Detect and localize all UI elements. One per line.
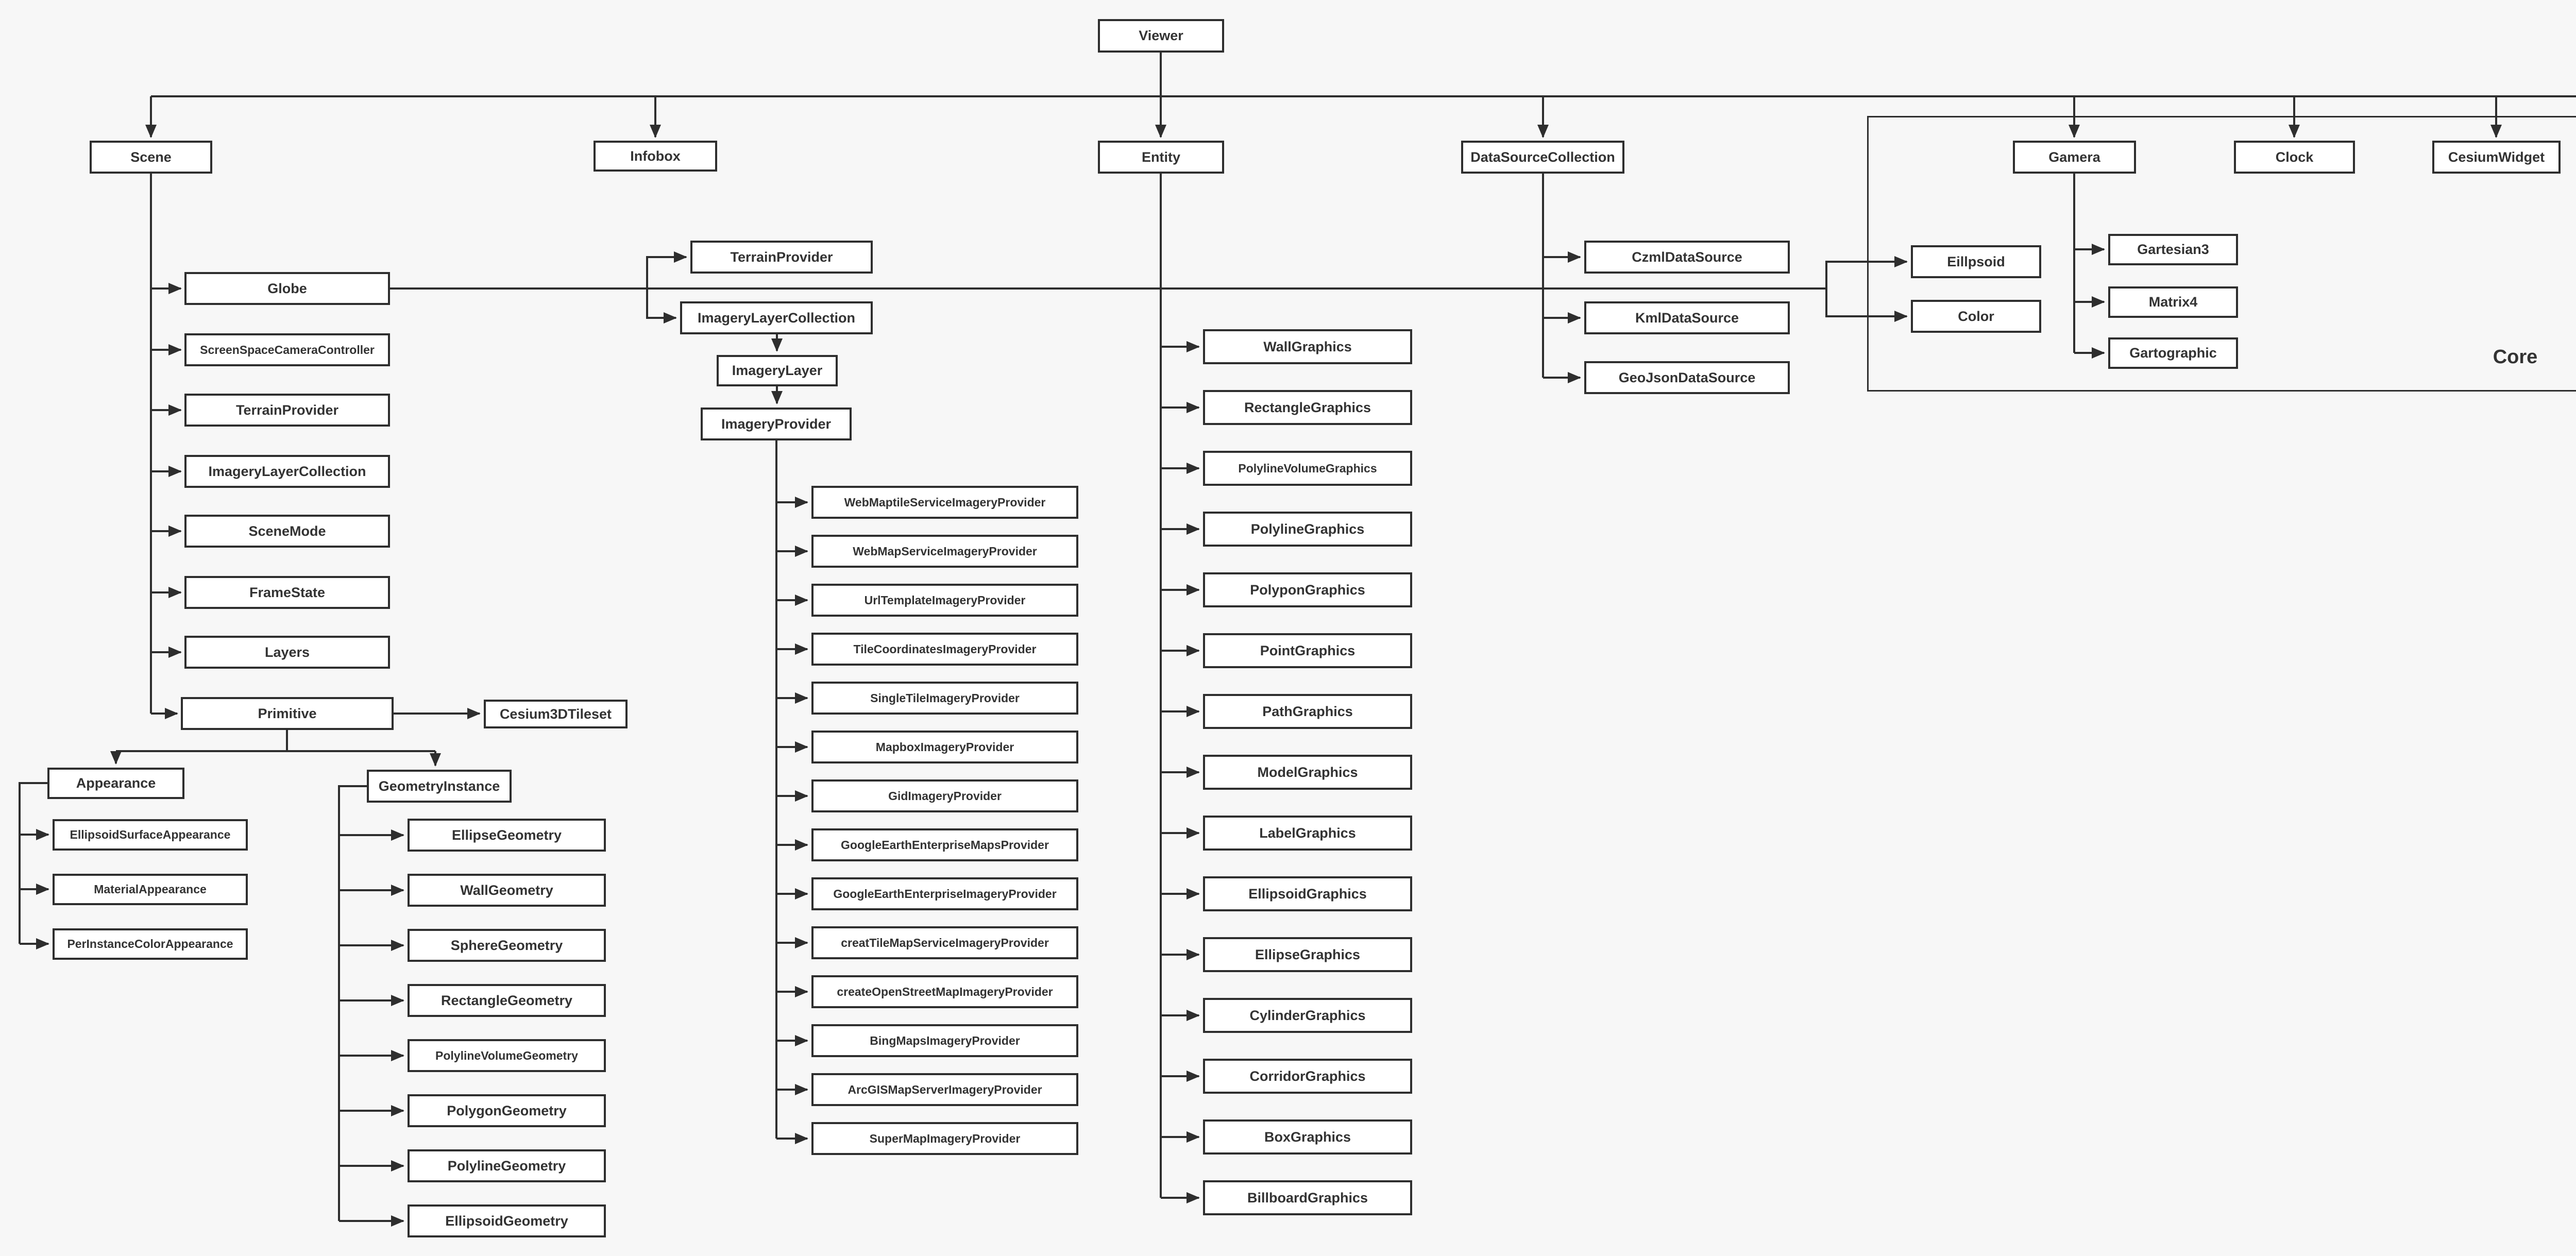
node-globe-imagery-layer-collection: ImageryLayerCollection: [680, 301, 873, 334]
node-gid-imagery-provider: GidImageryProvider: [811, 779, 1078, 812]
node-cesium-widget: CesiumWidget: [2432, 141, 2561, 174]
node-eillpsoid: Eillpsoid: [1911, 245, 2041, 278]
node-ellipse-graphics: EllipseGraphics: [1203, 937, 1412, 972]
node-color: Color: [1911, 300, 2041, 333]
node-globe: Globe: [184, 272, 390, 305]
node-single-tile-imagery-provider: SingleTileImageryProvider: [811, 682, 1078, 715]
node-gartographic: Gartographic: [2108, 337, 2238, 369]
node-appearance: Appearance: [47, 768, 184, 799]
node-layers: Layers: [184, 636, 390, 669]
node-super-map-imagery-provider: SuperMapImageryProvider: [811, 1122, 1078, 1155]
core-group-box: [1867, 116, 2576, 392]
node-path-graphics: PathGraphics: [1203, 694, 1412, 729]
node-mapbox-imagery-provider: MapboxImageryProvider: [811, 731, 1078, 763]
node-entity: Entity: [1098, 141, 1224, 174]
node-material-appearance: MaterialAppearance: [53, 874, 248, 905]
node-rectangle-graphics: RectangleGraphics: [1203, 390, 1412, 425]
node-web-maptile-service-imagery-provider: WebMaptileServiceImageryProvider: [811, 486, 1078, 519]
node-viewer: Viewer: [1098, 19, 1224, 53]
node-polypon-graphics: PolyponGraphics: [1203, 572, 1412, 607]
node-scene: Scene: [90, 141, 212, 174]
node-clock: Clock: [2234, 141, 2355, 174]
node-czml-data-source: CzmlDataSource: [1584, 241, 1790, 274]
node-globe-terrain-provider: TerrainProvider: [690, 241, 873, 274]
node-ellipsoid-geometry: EllipsoidGeometry: [408, 1204, 606, 1237]
node-tile-coordinates-imagery-provider: TileCoordinatesImageryProvider: [811, 633, 1078, 666]
node-geometry-instance: GeometryInstance: [367, 770, 512, 803]
node-primitive: Primitive: [181, 697, 394, 730]
node-kml-data-source: KmlDataSource: [1584, 301, 1790, 334]
node-google-earth-enterprise-maps-provider: GoogleEarthEnterpriseMapsProvider: [811, 828, 1078, 861]
node-wall-graphics: WallGraphics: [1203, 329, 1412, 364]
node-ellipsoid-surface-appearance: EllipsoidSurfaceAppearance: [53, 819, 248, 851]
node-label-graphics: LabelGraphics: [1203, 816, 1412, 851]
node-gamera: Gamera: [2013, 141, 2136, 174]
node-google-earth-enterprise-imagery-provider: GoogleEarthEnterpriseImageryProvider: [811, 877, 1078, 910]
node-gartesian3: Gartesian3: [2108, 234, 2238, 265]
node-matrix4: Matrix4: [2108, 286, 2238, 318]
node-geojson-data-source: GeoJsonDataSource: [1584, 361, 1790, 394]
node-url-template-imagery-provider: UrlTemplateImageryProvider: [811, 584, 1078, 617]
node-cesium-3d-tileset: Cesium3DTileset: [484, 700, 628, 728]
node-billboard-graphics: BillboardGraphics: [1203, 1180, 1412, 1215]
node-data-source-collection: DataSourceCollection: [1461, 141, 1624, 174]
node-web-map-service-imagery-provider: WebMapServiceImageryProvider: [811, 535, 1078, 568]
node-create-open-street-map-imagery-provider: createOpenStreetMapImageryProvider: [811, 975, 1078, 1008]
node-imagery-layer: ImageryLayer: [717, 355, 838, 386]
node-frame-state: FrameState: [184, 576, 390, 609]
node-wall-geometry: WallGeometry: [408, 874, 606, 907]
node-corridor-graphics: CorridorGraphics: [1203, 1059, 1412, 1094]
node-point-graphics: PointGraphics: [1203, 633, 1412, 668]
node-cylinder-graphics: CylinderGraphics: [1203, 998, 1412, 1033]
node-per-instance-color-appearance: PerInstanceColorAppearance: [53, 928, 248, 960]
node-imagery-provider: ImageryProvider: [701, 408, 852, 440]
node-polyline-volume-graphics: PolylineVolumeGraphics: [1203, 451, 1412, 486]
node-scene-mode: SceneMode: [184, 515, 390, 548]
node-ellipse-geometry: EllipseGeometry: [408, 819, 606, 852]
node-screen-space-camera-controller: ScreenSpaceCameraController: [184, 333, 390, 366]
node-polyline-volume-geometry: PolylineVolumeGeometry: [408, 1039, 606, 1072]
node-polyline-graphics: PolylineGraphics: [1203, 512, 1412, 547]
node-terrain-provider: TerrainProvider: [184, 394, 390, 427]
node-arcgis-map-server-imagery-provider: ArcGISMapServerImageryProvider: [811, 1073, 1078, 1106]
node-ellipsoid-graphics: EllipsoidGraphics: [1203, 876, 1412, 911]
node-imagery-layer-collection: ImageryLayerCollection: [184, 455, 390, 488]
node-sphere-geometry: SphereGeometry: [408, 929, 606, 962]
node-box-graphics: BoxGraphics: [1203, 1119, 1412, 1155]
core-group-label: Core: [2493, 346, 2538, 368]
node-polyline-geometry: PolylineGeometry: [408, 1149, 606, 1182]
node-polygon-geometry: PolygonGeometry: [408, 1094, 606, 1127]
node-creat-tile-map-service-imagery-provider: creatTileMapServiceImageryProvider: [811, 926, 1078, 959]
node-model-graphics: ModelGraphics: [1203, 755, 1412, 790]
node-bing-maps-imagery-provider: BingMapsImageryProvider: [811, 1024, 1078, 1057]
node-infobox: Infobox: [594, 141, 717, 172]
node-rectangle-geometry: RectangleGeometry: [408, 984, 606, 1017]
